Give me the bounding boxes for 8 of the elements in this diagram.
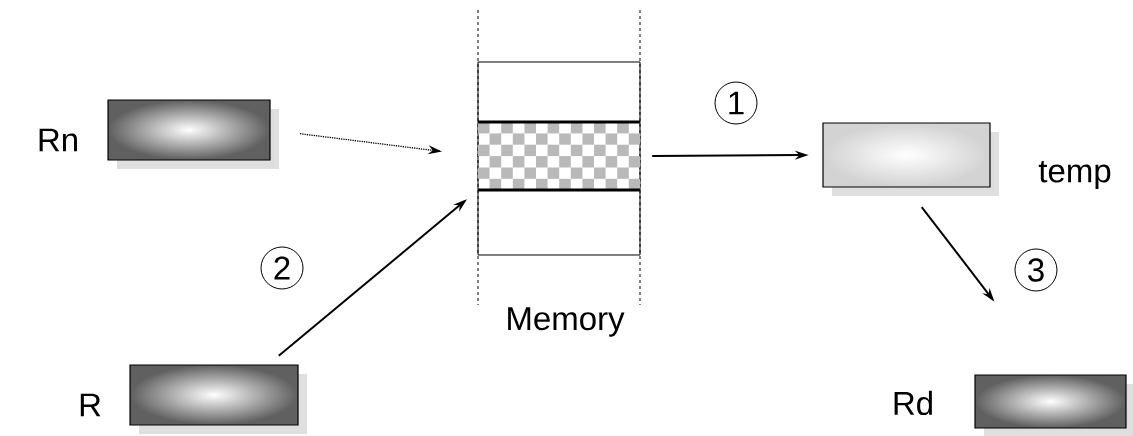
register-label: Memory (508, 307, 625, 337)
edge-label: 3 (1014, 248, 1058, 292)
register-label: temp (1038, 160, 1111, 190)
edge-label: 2 (260, 246, 304, 290)
register-label: R (80, 393, 101, 417)
register-label: Rn (39, 128, 77, 152)
edge-label: 1 (714, 81, 758, 125)
register-label: Rd (894, 390, 932, 416)
